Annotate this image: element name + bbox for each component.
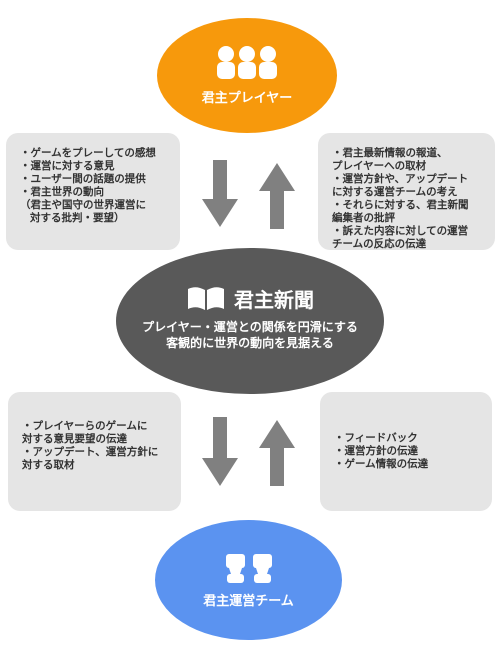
open-book-icon [188,287,224,310]
box-news-to-team: プレイヤーらのゲームに 対する意見要望の伝達 アップデート、運営方針に 対する取… [8,392,181,511]
list-item: ユーザー間の話題の提供 [20,173,172,186]
box-players-to-news: ゲームをプレーしての感想 運営に対する意見 ユーザー間の話題の提供 君主世界の動… [6,133,180,250]
arrow-down-icon [202,417,238,486]
list-item: ゲーム情報の伝達 [334,458,484,471]
list-item: プレイヤーらのゲームに [22,420,173,433]
list-item: 訴えた内容に対しての運営 [332,225,487,238]
news-subtitle: プレイヤー・運営との関係を円滑にする 客観的に世界の動向を見据える [142,319,358,351]
list-item-cont: （君主や国守の世界運営に [20,199,146,211]
list-item-cont: チームの反応の伝達 [332,238,427,250]
list-item: 運営方針や、アップデート [332,173,487,186]
list-item-cont: プレイヤーへの取材 [332,160,427,172]
list-item-cont: に対する運営チームの考え [332,186,458,198]
list-item: 君主最新情報の報道、 [332,147,487,160]
news-subtitle-line: プレイヤー・運営との関係を円滑にする [142,319,358,334]
list-item: それらに対する、君主新聞 [332,199,487,212]
list-item-cont: 編集者の批評 [332,212,395,224]
list-item: フィードバック [334,432,484,445]
players-node: 君主プレイヤー [157,18,337,133]
list-item-cont: 対する取材 [22,459,75,471]
three-people-icon [215,45,279,81]
arrow-up-icon [259,420,295,486]
news-subtitle-line: 客観的に世界の動向を見据える [166,335,334,350]
team-label: 君主運営チーム [203,593,294,609]
list-item-cont: 対する批判・要望） [30,212,125,224]
list-item: アップデート、運営方針に [22,446,173,459]
news-node: 君主新聞 プレイヤー・運営との関係を円滑にする 客観的に世界の動向を見据える [116,248,384,394]
list-item: 運営方針の伝達 [334,445,484,458]
box-team-to-news: フィードバック 運営方針の伝達 ゲーム情報の伝達 [320,392,492,511]
list-item-cont: 対する意見要望の伝達 [22,433,127,445]
top-arrows [202,160,295,229]
two-people-icon [224,552,274,584]
news-title: 君主新聞 [234,287,314,312]
team-node: 君主運営チーム [155,520,342,640]
list-item: ゲームをプレーしての感想 [20,147,172,160]
box-news-to-players: 君主最新情報の報道、 プレイヤーへの取材 運営方針や、アップデート に対する運営… [318,133,495,250]
list-item: 運営に対する意見 [20,160,172,173]
arrow-up-icon [259,163,295,229]
news-title-row: 君主新聞 [186,284,314,313]
list-item: 君主世界の動向 [20,186,172,199]
arrow-down-icon [202,160,238,227]
players-label: 君主プレイヤー [201,91,293,106]
bottom-arrows [202,417,295,486]
